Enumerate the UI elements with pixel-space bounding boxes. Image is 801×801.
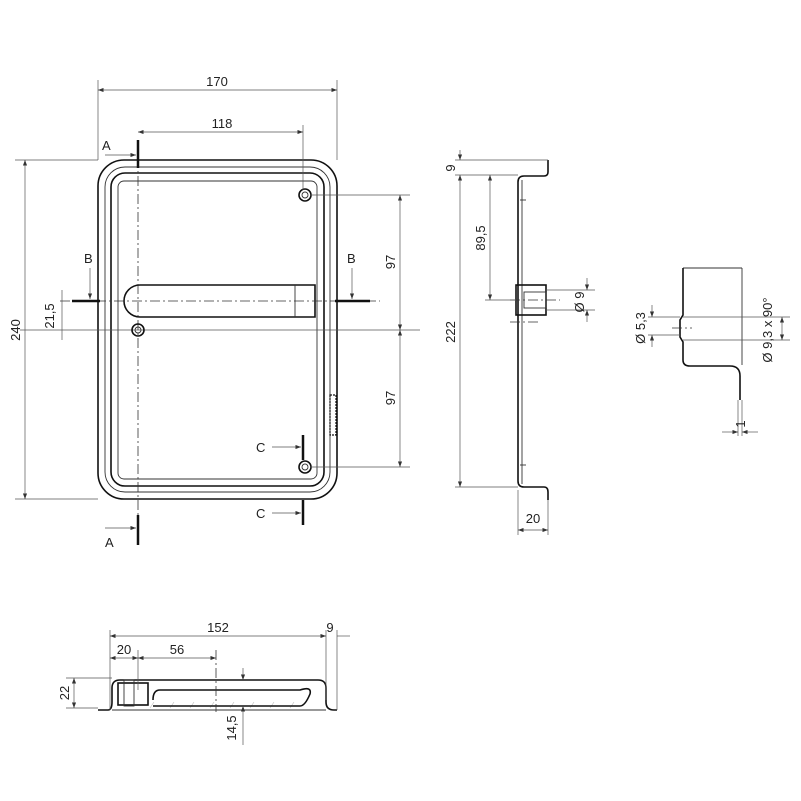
outer-frame [97, 159, 338, 500]
section-a-label: A [105, 535, 114, 550]
section-b-label: B [84, 251, 93, 266]
section-a-label: A [102, 138, 111, 153]
dim-to-center: 89,5 [473, 225, 488, 250]
mounting-hole [131, 323, 145, 337]
section-c-label: C [256, 440, 265, 455]
lock-insert [117, 682, 149, 706]
front-view: 170 118 240 21,5 97 97 A A B B C C [8, 74, 420, 550]
dim-hole: Ø 5,3 [633, 312, 648, 344]
dim-flange: 9 [326, 620, 333, 635]
dim-lower-spacing: 97 [383, 391, 398, 405]
dim-handle-depth: 14,5 [224, 715, 239, 740]
dim-countersink: Ø 9,3 x 90° [760, 297, 775, 362]
dim-bore: Ø 9 [572, 292, 587, 313]
dim-length: 222 [443, 321, 458, 343]
mounting-hole [298, 188, 312, 202]
dim-handle-offset: 21,5 [42, 303, 57, 328]
side-view: 9 222 89,5 Ø 9 20 [443, 150, 595, 535]
dim-flange: 9 [443, 164, 458, 171]
dim-height: 240 [8, 319, 23, 341]
dim-width: 170 [206, 74, 228, 89]
mounting-hole [298, 460, 312, 474]
dim-upper-spacing: 97 [383, 255, 398, 269]
section-b-label: B [347, 251, 356, 266]
detail-view: Ø 5,3 Ø 9,3 x 90° 1 [633, 267, 790, 436]
dim-hole-spacing: 118 [212, 116, 233, 131]
section-view: 152 9 20 56 22 14,5 [57, 620, 350, 745]
dim-depth: 20 [526, 511, 540, 526]
section-c-label: C [256, 506, 265, 521]
dim-height: 22 [57, 686, 72, 700]
dim-width: 152 [207, 620, 229, 635]
dim-thickness: 1 [733, 420, 748, 427]
dim-offset: 20 [117, 642, 131, 657]
dim-handle-pos: 56 [170, 642, 184, 657]
handle [123, 284, 316, 318]
